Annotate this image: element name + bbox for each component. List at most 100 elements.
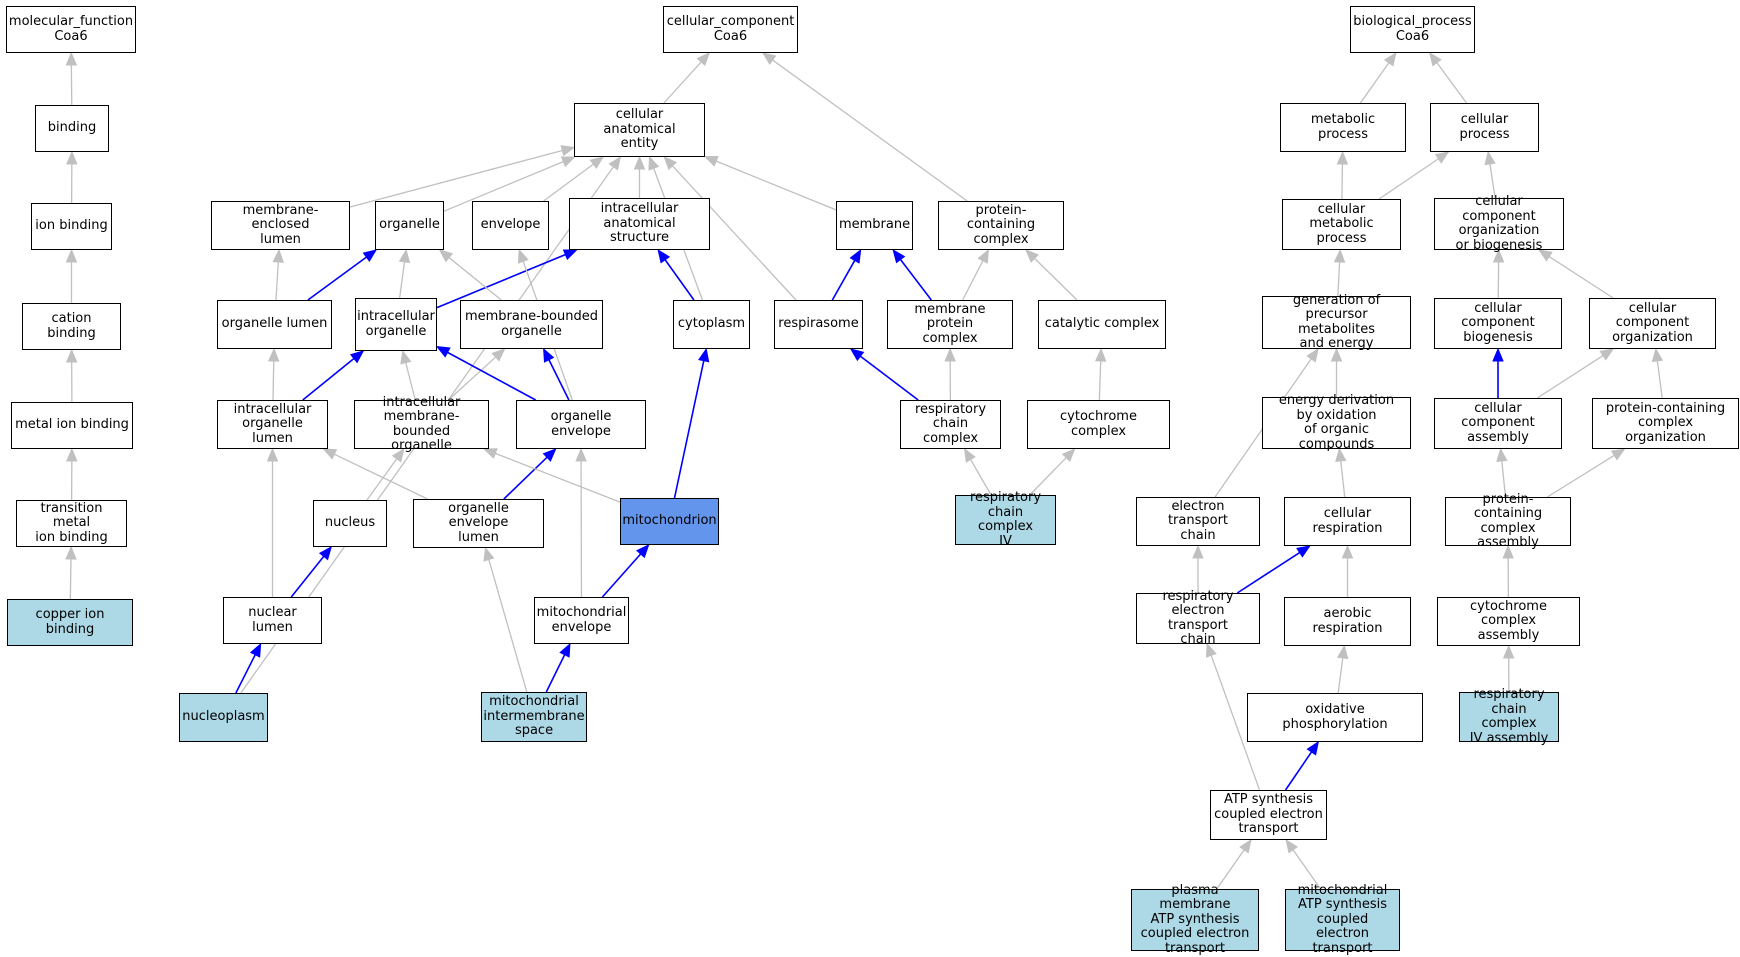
edge-arrowhead-pc_assembly-to-pc_org <box>1610 448 1626 461</box>
edge-arrowhead-iol-to-org_lumen <box>268 347 280 362</box>
edge-imbo-to-mbo <box>448 356 497 401</box>
edge-iol-to-intra_org <box>302 357 355 401</box>
node-cc-biogenesis: cellular component biogenesis <box>1434 298 1562 349</box>
node-mims: mitochondrial intermembrane space <box>481 692 587 742</box>
node-cyt-assembly: cytochrome complex assembly <box>1437 597 1580 646</box>
edge-arrowhead-ccob-to-cellular <box>1484 150 1496 166</box>
edge-cell_metab-to-metabolic <box>1341 163 1344 200</box>
edge-rcc4-to-cyt_complex <box>1029 457 1067 496</box>
edge-arrowhead-oxphos-to-aerobic <box>1336 644 1349 660</box>
edge-pc_org-to-cc_org <box>1656 360 1663 399</box>
node-tm-ion-binding: transition metal ion binding <box>16 500 127 547</box>
edge-arrowhead-mito-to-cytoplasm <box>698 347 710 363</box>
edge-intra_org-to-ias <box>436 253 566 309</box>
edge-mito-to-imbo <box>495 452 621 503</box>
edge-arrowhead-rcc4_assembly-to-cyt_assembly <box>1502 644 1515 659</box>
edge-arrowhead-catalytic-to-pcc <box>1025 249 1039 263</box>
node-metal-ion-binding: metal ion binding <box>11 402 133 449</box>
edge-cell_metab-to-cellular <box>1378 158 1439 200</box>
node-cae: cellular anatomical entity <box>574 103 705 157</box>
node-cc-root: cellular_component Coa6 <box>663 6 798 53</box>
edge-mito_env-to-mito <box>601 553 642 598</box>
edge-arrowhead-retc-to-cell_resp <box>1296 545 1311 558</box>
edge-arrowhead-iol-to-intra_org <box>349 350 365 364</box>
node-cell-metab: cellular metabolic process <box>1282 199 1401 250</box>
node-mito-env: mitochondrial envelope <box>534 597 629 644</box>
node-cytoplasm: cytoplasm <box>673 300 750 349</box>
edge-cellular-to-bp_root <box>1436 62 1468 104</box>
edge-mpc-to-membrane <box>899 259 932 301</box>
edge-cell_resp-to-energy_deriv <box>1340 460 1346 498</box>
node-pc-assembly: protein-containing complex assembly <box>1445 492 1571 550</box>
edge-oel-to-iol <box>334 453 428 500</box>
edge-arrowhead-cc_biogenesis-to-ccob <box>1492 248 1505 263</box>
node-nucleus: nucleus <box>313 500 387 547</box>
edge-arrowhead-imbo-to-intra_org <box>400 349 412 365</box>
node-intra-org: intracellular organelle <box>355 298 437 351</box>
edge-arrowhead-binding-to-mf_root <box>65 51 78 66</box>
edge-cc_org-to-ccob <box>1548 255 1614 299</box>
edge-org_lumen-to-organelle <box>307 256 367 301</box>
node-mito: mitochondrion <box>620 498 719 545</box>
edge-arrowhead-pc_assembly-to-cc_assembly <box>1496 447 1508 463</box>
node-oxphos: oxidative phosphorylation <box>1247 693 1423 742</box>
node-org-lumen: organelle lumen <box>217 300 332 349</box>
edge-arrowhead-tm_ion_binding-to-metal_ion_binding <box>66 447 78 462</box>
edge-arrowhead-aerobic-to-cell_resp <box>1341 544 1354 559</box>
edge-arrowhead-cc_org-to-ccob <box>1538 249 1553 262</box>
node-energy-deriv: energy derivation by oxidation of organi… <box>1262 393 1411 451</box>
node-catalytic: catalytic complex <box>1038 300 1166 349</box>
node-envelope: envelope <box>472 201 549 250</box>
node-gen-precursor: generation of precursor metabolites and … <box>1262 293 1411 351</box>
node-oel: organelle envelope lumen <box>413 499 544 548</box>
edge-respirasome-to-cae <box>671 165 797 301</box>
edge-arrowhead-ias-to-cae <box>633 155 646 170</box>
node-cc-assembly: cellular component assembly <box>1434 398 1562 449</box>
edge-arrowhead-respirasome-to-membrane <box>849 248 862 264</box>
edge-arrowhead-envelope-to-cae <box>589 156 605 170</box>
edge-arrowhead-membrane-to-cae <box>703 155 719 167</box>
edge-cytoplasm-to-ias <box>664 259 695 301</box>
edge-arrowhead-cellular-to-bp_root <box>1428 51 1442 67</box>
edge-arrowhead-mpc-to-pcc <box>977 248 989 264</box>
edge-arrowhead-cytoplasm-to-ias <box>657 248 671 264</box>
edge-mims-to-mito_env <box>545 654 566 693</box>
edge-mel-to-cae <box>349 149 563 208</box>
edge-pc_assembly-to-pc_org <box>1547 454 1615 498</box>
edge-gen_precursor-to-cell_metab <box>1337 261 1341 297</box>
edge-arrowhead-rcc-to-mpc <box>944 347 956 362</box>
node-rcc4: respiratory chain complex IV <box>955 490 1056 548</box>
node-organelle: organelle <box>375 201 444 250</box>
node-binding: binding <box>35 105 109 152</box>
edge-cyt_complex-to-catalytic <box>1098 360 1102 401</box>
edge-arrowhead-mito-to-imbo <box>482 448 498 459</box>
edge-org_lumen-to-mel <box>275 261 279 301</box>
edge-mims-to-oel <box>488 559 528 693</box>
edge-mbo-to-organelle <box>448 257 502 301</box>
node-nucleoplasm: nucleoplasm <box>179 693 268 742</box>
edge-arrowhead-nucleoplasm-to-nuc_lumen <box>249 642 262 658</box>
edge-arrowhead-gen_precursor-to-cell_metab <box>1333 248 1346 263</box>
edge-arrowhead-mims-to-oel <box>483 546 495 562</box>
node-aerobic: aerobic respiration <box>1284 597 1411 646</box>
node-mel: membrane-enclosed lumen <box>211 201 350 250</box>
node-ias: intracellular anatomical structure <box>569 198 710 250</box>
edge-arrowhead-mito_env-to-org_env <box>575 447 587 462</box>
edge-nuc_lumen-to-nucleus <box>290 555 325 598</box>
edge-copper_ion_binding-to-tm_ion_binding <box>69 558 72 600</box>
edge-arrowhead-metal_ion_binding-to-cation_binding <box>65 348 78 363</box>
edge-arrowhead-metabolic-to-bp_root <box>1383 51 1397 67</box>
edge-rcc4-to-rcc <box>970 459 992 496</box>
edge-arrowhead-mpc-to-membrane <box>892 248 906 264</box>
node-imbo: intracellular membrane-bounded organelle <box>354 395 489 453</box>
edge-arrowhead-cc_assembly-to-cc_org <box>1599 348 1615 361</box>
edge-arrowhead-atp_synth-to-retc <box>1205 642 1217 658</box>
edge-arrowhead-pcc-to-cc_root <box>761 52 777 65</box>
node-pcc: protein-containing complex <box>938 201 1064 250</box>
node-cell-resp: cellular respiration <box>1284 497 1411 546</box>
edge-organelle-to-cae <box>443 161 564 212</box>
node-mbo: membrane-bounded organelle <box>460 300 603 349</box>
node-cation-binding: cation binding <box>22 303 121 350</box>
